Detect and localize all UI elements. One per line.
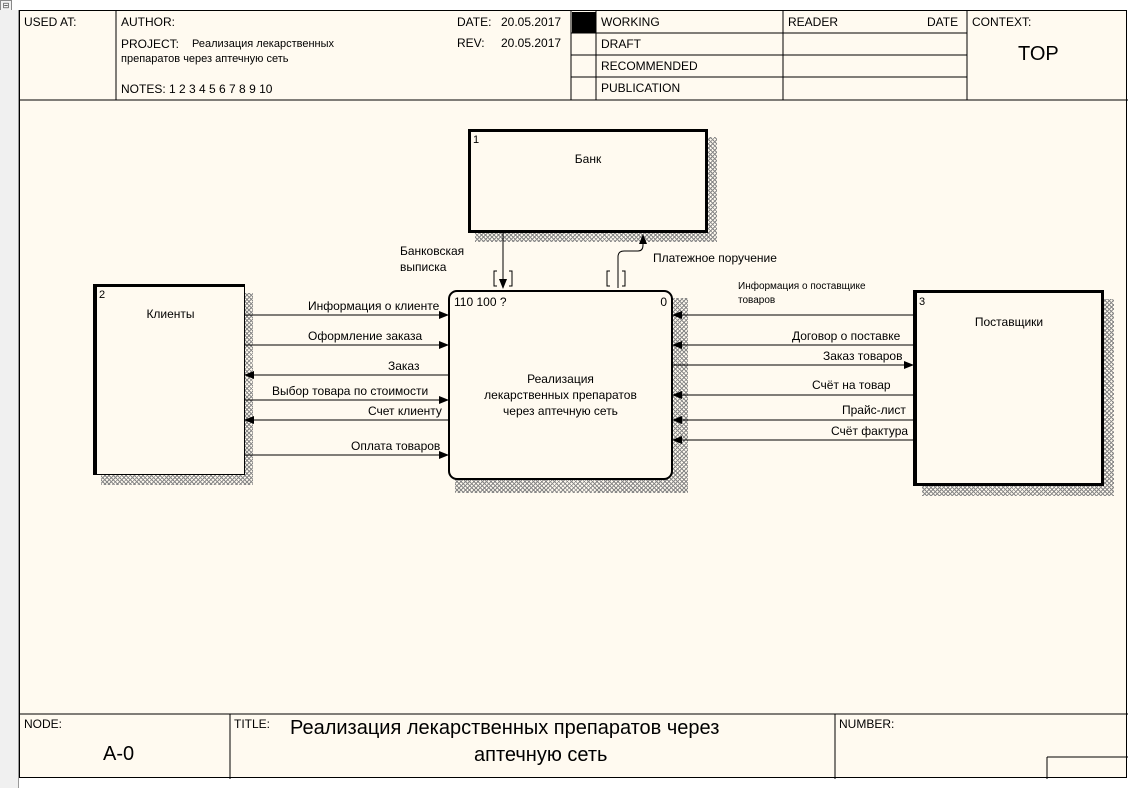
status-recommended: RECOMMENDED xyxy=(601,59,698,73)
arrows-layer xyxy=(244,233,914,459)
main-number: 0 xyxy=(660,295,667,309)
used-at-label: USED AT: xyxy=(24,15,77,29)
main-label-line1: Реализация xyxy=(527,372,594,386)
date-label: DATE: xyxy=(457,15,492,29)
status-working: WORKING xyxy=(601,15,660,29)
suppliers-box[interactable]: 3 Поставщики xyxy=(913,290,1104,486)
title-line1: Реализация лекарственных препаратов чере… xyxy=(290,717,720,739)
number-label: NUMBER: xyxy=(839,717,895,731)
frame-lines xyxy=(20,11,1128,779)
bank-label: Банк xyxy=(574,152,602,166)
idef0-diagram-sheet: USED AT: AUTHOR: PROJECT: Реализация лек… xyxy=(19,10,1128,779)
title-line2: аптечную сеть xyxy=(474,744,608,766)
node-label: NODE: xyxy=(24,717,63,731)
label-bank-statement-1: Банковская xyxy=(400,244,465,258)
left-scroll-strip xyxy=(0,10,19,788)
rev-value: 20.05.2017 xyxy=(501,36,562,50)
label-payment-order: Платежное поручение xyxy=(653,251,777,265)
label-bank-statement-2: выписка xyxy=(400,260,447,274)
main-label-line3: через аптечную сеть xyxy=(503,404,618,418)
project-label: PROJECT: xyxy=(121,37,180,51)
author-label: AUTHOR: xyxy=(121,15,175,29)
label-supply-contract: Договор о поставке xyxy=(792,329,901,343)
main-label-line2: лекарственных препаратов xyxy=(484,388,637,402)
context-value: TOP xyxy=(1018,43,1059,65)
label-order-processing: Оформление заказа xyxy=(308,329,423,343)
label-product-choice: Выбор товара по стоимости xyxy=(272,384,429,398)
label-order: Заказ xyxy=(388,359,420,373)
status-publication: PUBLICATION xyxy=(601,81,681,95)
label-price-list: Прайс-лист xyxy=(842,403,906,417)
label-supplier-info-2: товаров xyxy=(738,295,776,306)
suppliers-number: 3 xyxy=(919,296,926,308)
label-invoice-facture: Счёт фактура xyxy=(831,424,909,438)
bank-number: 1 xyxy=(473,134,480,146)
reader-label: READER xyxy=(788,15,839,29)
clients-number: 2 xyxy=(99,289,106,301)
main-cost: 110 100 ? xyxy=(454,295,507,309)
project-name-line2: препаратов через аптечную сеть xyxy=(121,53,289,65)
label-goods-invoice: Счёт на товар xyxy=(812,378,891,392)
status-draft: DRAFT xyxy=(601,37,641,51)
project-name-line1: Реализация лекарственных xyxy=(192,38,335,50)
label-goods-payment: Оплата товаров xyxy=(351,439,441,453)
label-client-invoice: Счет клиенту xyxy=(368,404,442,418)
reader-date-label: DATE xyxy=(927,15,959,29)
clients-box[interactable]: 2 Клиенты xyxy=(93,284,245,475)
date-value: 20.05.2017 xyxy=(501,15,562,29)
clients-label: Клиенты xyxy=(146,307,195,321)
arrow-payment-order xyxy=(617,234,647,288)
bank-box[interactable]: 1 Банк xyxy=(468,129,708,233)
label-client-info: Информация о клиенте xyxy=(308,299,440,313)
main-function-box[interactable]: 110 100 ? 0 Реализация лекарственных пре… xyxy=(448,290,673,480)
label-supplier-info-1: Информация о поставщике xyxy=(738,281,866,292)
notes-label: NOTES: 1 2 3 4 5 6 7 8 9 10 xyxy=(121,82,273,96)
title-label: TITLE: xyxy=(234,717,271,731)
rev-label: REV: xyxy=(457,36,485,50)
suppliers-label: Поставщики xyxy=(974,315,1044,329)
context-label: CONTEXT: xyxy=(972,15,1032,29)
label-goods-order: Заказ товаров xyxy=(823,349,903,363)
node-value: A-0 xyxy=(103,743,135,765)
